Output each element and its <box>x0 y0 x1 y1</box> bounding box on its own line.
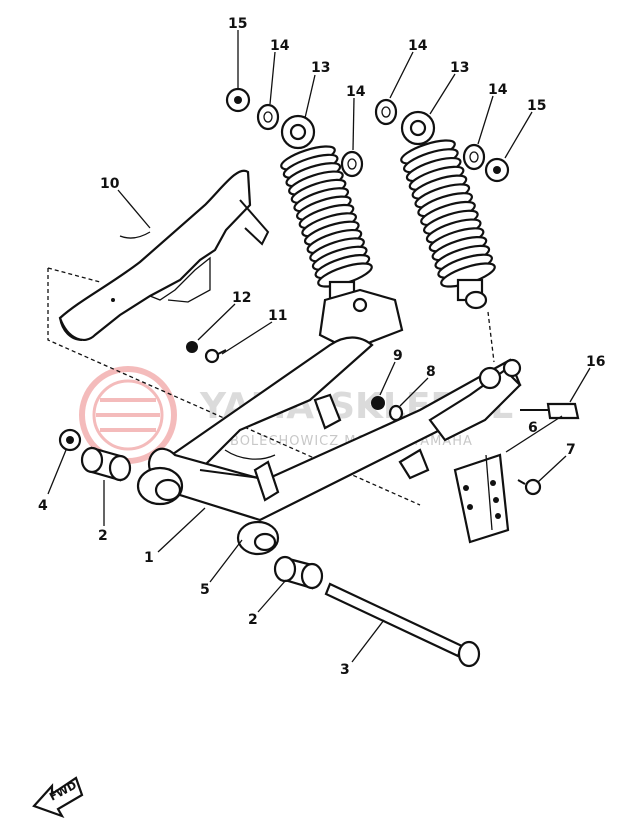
callout-12: 12 <box>232 290 251 306</box>
nut-15-right <box>484 157 510 183</box>
nut-9 <box>371 396 385 410</box>
callout-leaders <box>47 30 591 663</box>
washer-14-b <box>340 150 364 178</box>
callout-16: 16 <box>586 354 605 370</box>
callout-2: 2 <box>248 612 258 628</box>
callout-10: 10 <box>100 176 120 192</box>
bolt-11 <box>204 348 227 364</box>
callout-14: 14 <box>270 38 290 54</box>
pivot-shaft-3 <box>324 582 481 668</box>
nut-15-left <box>225 87 251 113</box>
callout-14: 14 <box>408 38 428 54</box>
washer-14-c <box>374 98 398 126</box>
swing-arm <box>136 336 522 556</box>
callout-9: 9 <box>393 348 403 364</box>
right-shock-absorber <box>400 110 496 363</box>
watermark-logo <box>79 366 177 464</box>
washer-8 <box>388 404 404 422</box>
callout-13: 13 <box>450 60 469 76</box>
callout-3: 3 <box>340 662 350 678</box>
callout-4: 4 <box>38 498 48 514</box>
callout-8: 8 <box>426 364 436 380</box>
forward-arrow-icon: FWD <box>32 776 84 819</box>
bolt-16 <box>520 402 580 420</box>
callout-14: 14 <box>488 82 508 98</box>
callout-1: 1 <box>144 550 154 566</box>
washer-14-d <box>462 143 486 171</box>
screw-7 <box>517 478 542 496</box>
callout-15: 15 <box>228 16 247 32</box>
chain-guide-bracket <box>453 453 510 544</box>
bushing-2-b <box>273 555 324 590</box>
chain-case <box>47 169 421 506</box>
callout-13: 13 <box>311 60 330 76</box>
nut-4 <box>58 428 82 452</box>
callout-labels: 15 14 13 14 14 13 14 15 10 12 11 9 8 16 … <box>38 16 605 678</box>
callout-2: 2 <box>98 528 108 544</box>
nut-12 <box>186 341 198 353</box>
left-shock-absorber <box>280 114 404 352</box>
callout-7: 7 <box>566 442 576 458</box>
callout-11: 11 <box>268 308 287 324</box>
callout-6: 6 <box>528 420 538 436</box>
washer-14-a <box>256 103 280 131</box>
callout-15: 15 <box>527 98 546 114</box>
callout-5: 5 <box>200 582 210 598</box>
callout-14: 14 <box>346 84 366 100</box>
bushing-2-a <box>80 446 132 482</box>
